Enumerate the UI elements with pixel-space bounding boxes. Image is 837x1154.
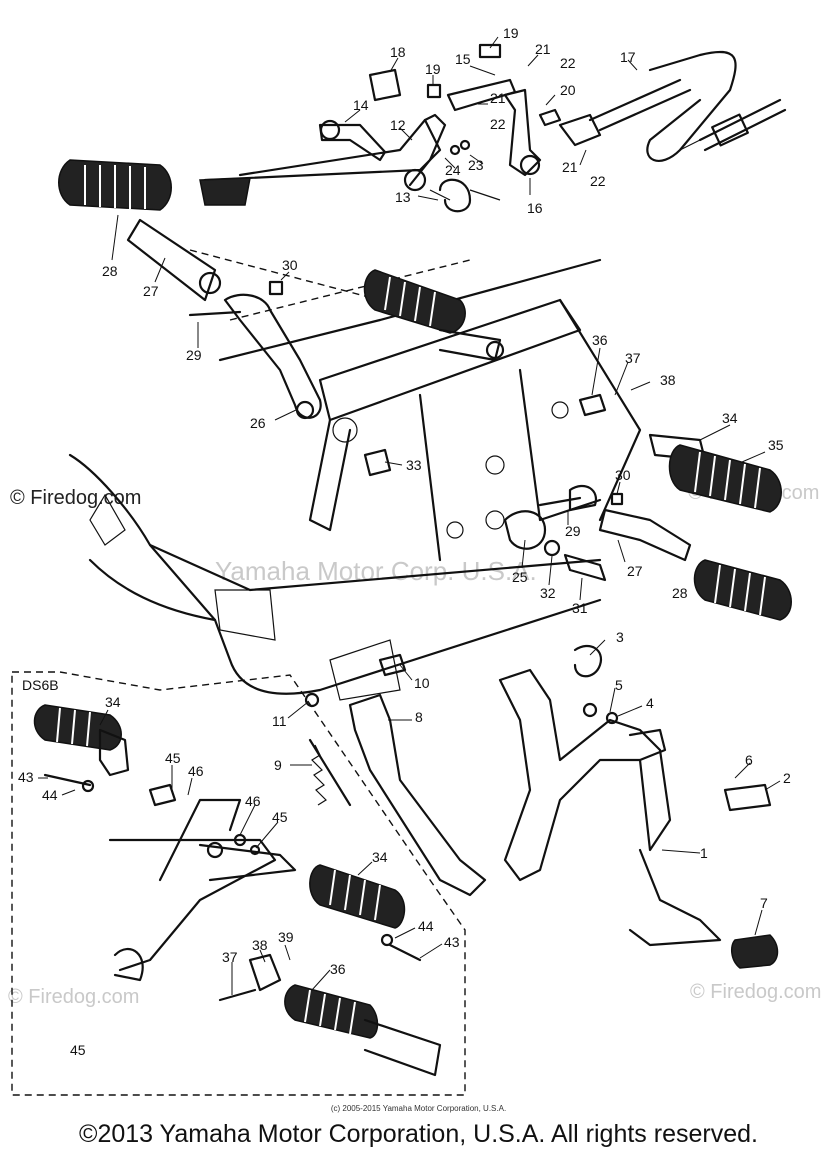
callout-label: 20 [560,82,576,98]
firedog-watermark-faint-bottom-right: © Firedog.com [690,981,821,1003]
callout-label: 30 [615,467,631,483]
corner-label: 45 [70,1042,86,1058]
callout-label: 27 [627,563,643,579]
side-stand-illustration [304,653,487,897]
callout-label: 22 [490,116,506,132]
footer-notice: (c) 2005-2015 Yamaha Motor Corporation, … [330,1104,507,1113]
callout-numbers: 19 18 19 15 21 22 17 14 21 22 20 12 24 2… [18,25,791,977]
rider-footrest-center-illustration [363,269,505,362]
callout-label: 36 [592,332,608,348]
callout-label: 12 [390,117,406,133]
callout-leader-lines [38,36,781,995]
callout-label: 6 [745,752,753,768]
callout-label: 34 [722,410,738,426]
callout-label: 45 [165,750,181,766]
callout-label: 21 [562,159,578,175]
section-label: DS6B [22,677,59,693]
rider-footrest-right-illustration [363,393,792,621]
callout-label: 3 [616,629,624,645]
callout-label: 28 [672,585,688,601]
callout-label: 16 [527,200,543,216]
callout-label: 35 [768,437,784,453]
callout-label: 29 [186,347,202,363]
callout-label: 34 [105,694,121,710]
callout-label: 19 [425,61,441,77]
callout-label: 5 [615,677,623,693]
callout-label: 32 [540,585,556,601]
callout-label: 43 [444,934,460,950]
callout-label: 7 [760,895,768,911]
callout-label: 29 [565,523,581,539]
callout-label: 38 [252,937,268,953]
callout-label: 26 [250,415,266,431]
callout-label: 43 [18,769,34,785]
callout-label: 11 [272,713,287,729]
callout-label: 39 [278,929,294,945]
callout-label: 46 [245,793,261,809]
callout-label: 9 [274,757,282,773]
callout-label: 10 [414,675,430,691]
callout-label: 27 [143,283,159,299]
callout-label: 17 [620,49,636,65]
callout-label: 46 [188,763,204,779]
frame-illustration [68,249,642,701]
center-stand-illustration [498,644,779,969]
callout-label: 22 [560,55,576,71]
callout-label: 38 [660,372,676,388]
rider-footrest-left-illustration [58,159,322,420]
callout-label: 34 [372,849,388,865]
callout-label: 30 [282,257,298,273]
callout-label: 37 [625,350,641,366]
callout-label: 36 [330,961,346,977]
callout-label: 33 [406,457,422,473]
callout-label: 1 [700,845,708,861]
callout-label: 44 [42,787,58,803]
callout-label: 21 [535,41,551,57]
callout-label: 28 [102,263,118,279]
callout-label: 4 [646,695,654,711]
callout-label: 24 [445,162,461,178]
callout-label: 13 [395,189,411,205]
firedog-watermark-faint-left: © Firedog.com [8,986,139,1008]
callout-label: 31 [572,600,588,616]
callout-label: 23 [468,157,484,173]
callout-label: 2 [783,770,791,786]
callout-label: 22 [590,173,606,189]
brake-pedal-illustration [199,43,787,213]
callout-label: 19 [503,25,519,41]
callout-label: 44 [418,918,434,934]
callout-label: 45 [272,809,288,825]
callout-label: 8 [415,709,423,725]
callout-label: 21 [490,90,506,106]
firedog-watermark: © Firedog.com [10,487,141,509]
callout-label: 15 [455,51,471,67]
callout-label: 14 [353,97,369,113]
ds6b-section [11,671,466,1096]
yamaha-watermark: Yamaha Motor Corp. U.S.A. [215,556,537,586]
callout-label: 18 [390,44,406,60]
callout-label: 25 [512,569,528,585]
callout-label: 37 [222,949,238,965]
footer-copyright: ©2013 Yamaha Motor Corporation, U.S.A. A… [79,1120,758,1148]
